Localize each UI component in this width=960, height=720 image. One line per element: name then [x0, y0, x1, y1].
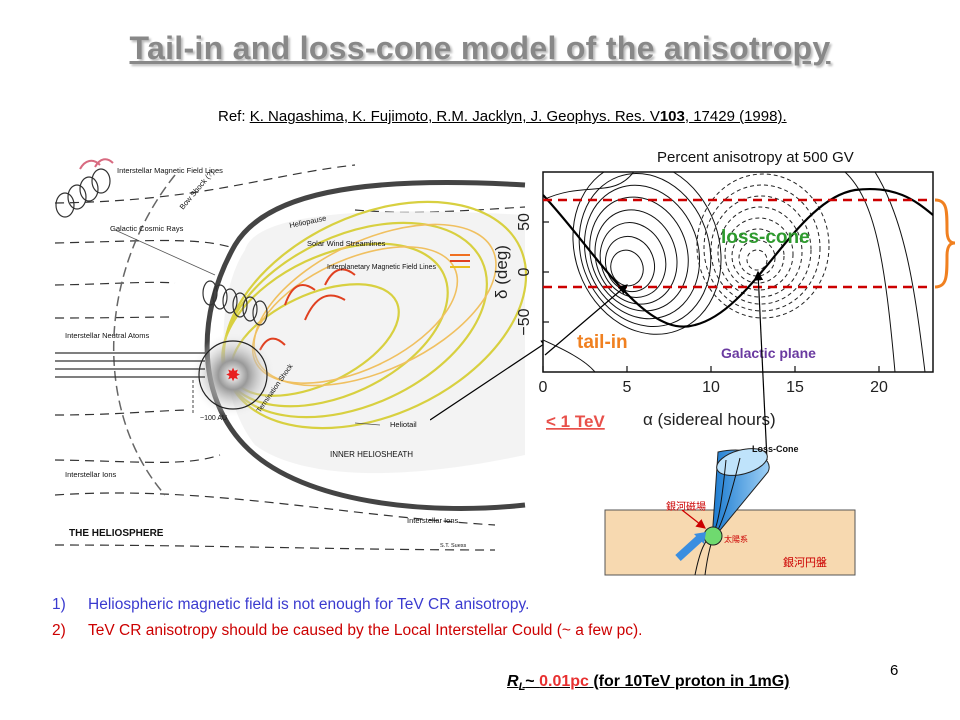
heliosphere-diagram: ✸ Interstellar Magnetic Field Lines Gala… [55, 158, 528, 551]
termination-shock-line [198, 340, 268, 410]
tail-in-arrow [544, 284, 628, 356]
loss-cone-contours [696, 173, 830, 319]
inner-heliosheath-area [223, 211, 526, 474]
contour-map [543, 172, 933, 372]
sketch-galactic-field-label: 銀河磁場 [666, 500, 706, 513]
label-the-heliosphere: THE HELIOSPHERE [69, 528, 164, 539]
larmor-symbol: R [507, 673, 519, 690]
galactic-plane-curve [543, 187, 933, 328]
label-inner-heliosheath: INNER HELIOSHEATH [330, 450, 413, 459]
notes-list: 1) Heliospheric magnetic field is not eno… [52, 592, 642, 644]
note-item-2: 2) TeV CR anisotropy should be caused by … [52, 618, 642, 644]
larmor-value: 0.01pc [539, 673, 589, 690]
sketch-galactic-disk-label: 銀河円盤 [783, 555, 827, 569]
sketch-loss-cone-label: Loss-Cone [752, 444, 799, 454]
reference-volume: 103 [659, 108, 685, 125]
reference-citation: Ref: K. Nagashima, K. Fujimoto, R.M. Jac… [218, 108, 787, 125]
x-tick-5: 5 [623, 379, 632, 396]
annotation-energy-limit: < 1 TeV [546, 412, 605, 431]
imf-legend-swatches [450, 254, 470, 268]
x-axis-label: α (sidereal hours) [643, 410, 776, 429]
heliotail-arrow [430, 339, 551, 421]
cosmic-ray-coil [55, 168, 111, 218]
bow-shock-line [113, 174, 176, 496]
label-galactic-cosmic-rays: Galactic Cosmic Rays [110, 224, 184, 233]
label-solar-wind: Solar Wind Streamlines [307, 239, 386, 248]
larmor-rest: (for 10TeV proton in 1mG) [588, 673, 790, 690]
interplanetary-coil [202, 280, 268, 326]
plot-title: Percent anisotropy at 500 GV [657, 149, 854, 166]
label-interstellar-ions-left: Interstellar Ions [65, 470, 117, 479]
band-brace [934, 198, 956, 289]
y-tick-0: 0 [516, 267, 533, 276]
tail-in-contours [572, 172, 722, 335]
label-imf-lines-1: Interstellar Magnetic Field Lines [117, 166, 223, 175]
interstellar-field-lines [55, 164, 526, 551]
reference-prefix: Ref: [218, 108, 250, 125]
y-tick-neg50: −50 [516, 308, 533, 335]
larmor-tilde: ~ [525, 673, 540, 690]
imf-red-arcs [259, 268, 356, 351]
anisotropy-plot: Percent anisotropy at 500 GV [495, 149, 956, 460]
label-interstellar-ions-right: Interstellar Ions [407, 516, 459, 525]
page-number: 6 [890, 662, 899, 679]
slide-title: Tail-in and loss-cone model of the aniso… [129, 30, 831, 66]
reference-citation-part2: , 17429 (1998). [684, 108, 787, 125]
annotation-tail-in: tail-in [577, 332, 628, 353]
note-1-number: 1) [52, 596, 66, 613]
incoming-arrow-icon [675, 535, 703, 561]
label-interplanetary-field: Interplanetary Magnetic Field Lines [327, 264, 436, 271]
x-tick-10: 10 [702, 379, 720, 396]
sketch-solar-system-label: 太陽系 [724, 534, 748, 544]
annotation-loss-cone: loss-cone [721, 227, 810, 248]
label-credit: S.T. Suess [440, 543, 467, 549]
reference-citation-part1: K. Nagashima, K. Fujimoto, R.M. Jacklyn,… [249, 108, 660, 125]
y-tick-50: 50 [516, 213, 533, 231]
note-2-text: TeV CR anisotropy should be caused by th… [88, 622, 643, 639]
label-100au: ~100 AU [200, 415, 227, 422]
larmor-subscript: L [518, 681, 526, 694]
x-tick-15: 15 [786, 379, 804, 396]
note-1-text: Heliospheric magnetic field is not enoug… [88, 596, 530, 613]
note-item-1: 1) Heliospheric magnetic field is not eno… [52, 592, 642, 618]
larmor-radius-line: RL~ 0.01pc (for 10TeV proton in 1mG) [507, 673, 790, 693]
neutral-atom-arrows [55, 352, 205, 378]
label-heliotail: Heliotail [390, 420, 417, 429]
termination-shock-sphere [191, 333, 275, 417]
galactic-disk [604, 509, 856, 576]
sun-icon: ✸ [225, 365, 240, 385]
loss-cone-arrow [753, 270, 768, 460]
solar-system-dot [703, 526, 723, 546]
note-2-number: 2) [52, 622, 66, 639]
loss-cone-sketch: Loss-Cone 銀河磁場 太陽系 銀河円盤 [604, 444, 856, 576]
declination-band [543, 198, 933, 289]
label-pointers [114, 229, 381, 426]
label-neutral-atoms: Interstellar Neutral Atoms [65, 331, 149, 340]
annotation-galactic-plane: Galactic plane [721, 345, 816, 361]
y-axis-label: δ (deg) [495, 245, 511, 299]
x-tick-0: 0 [539, 379, 548, 396]
x-tick-20: 20 [870, 379, 888, 396]
